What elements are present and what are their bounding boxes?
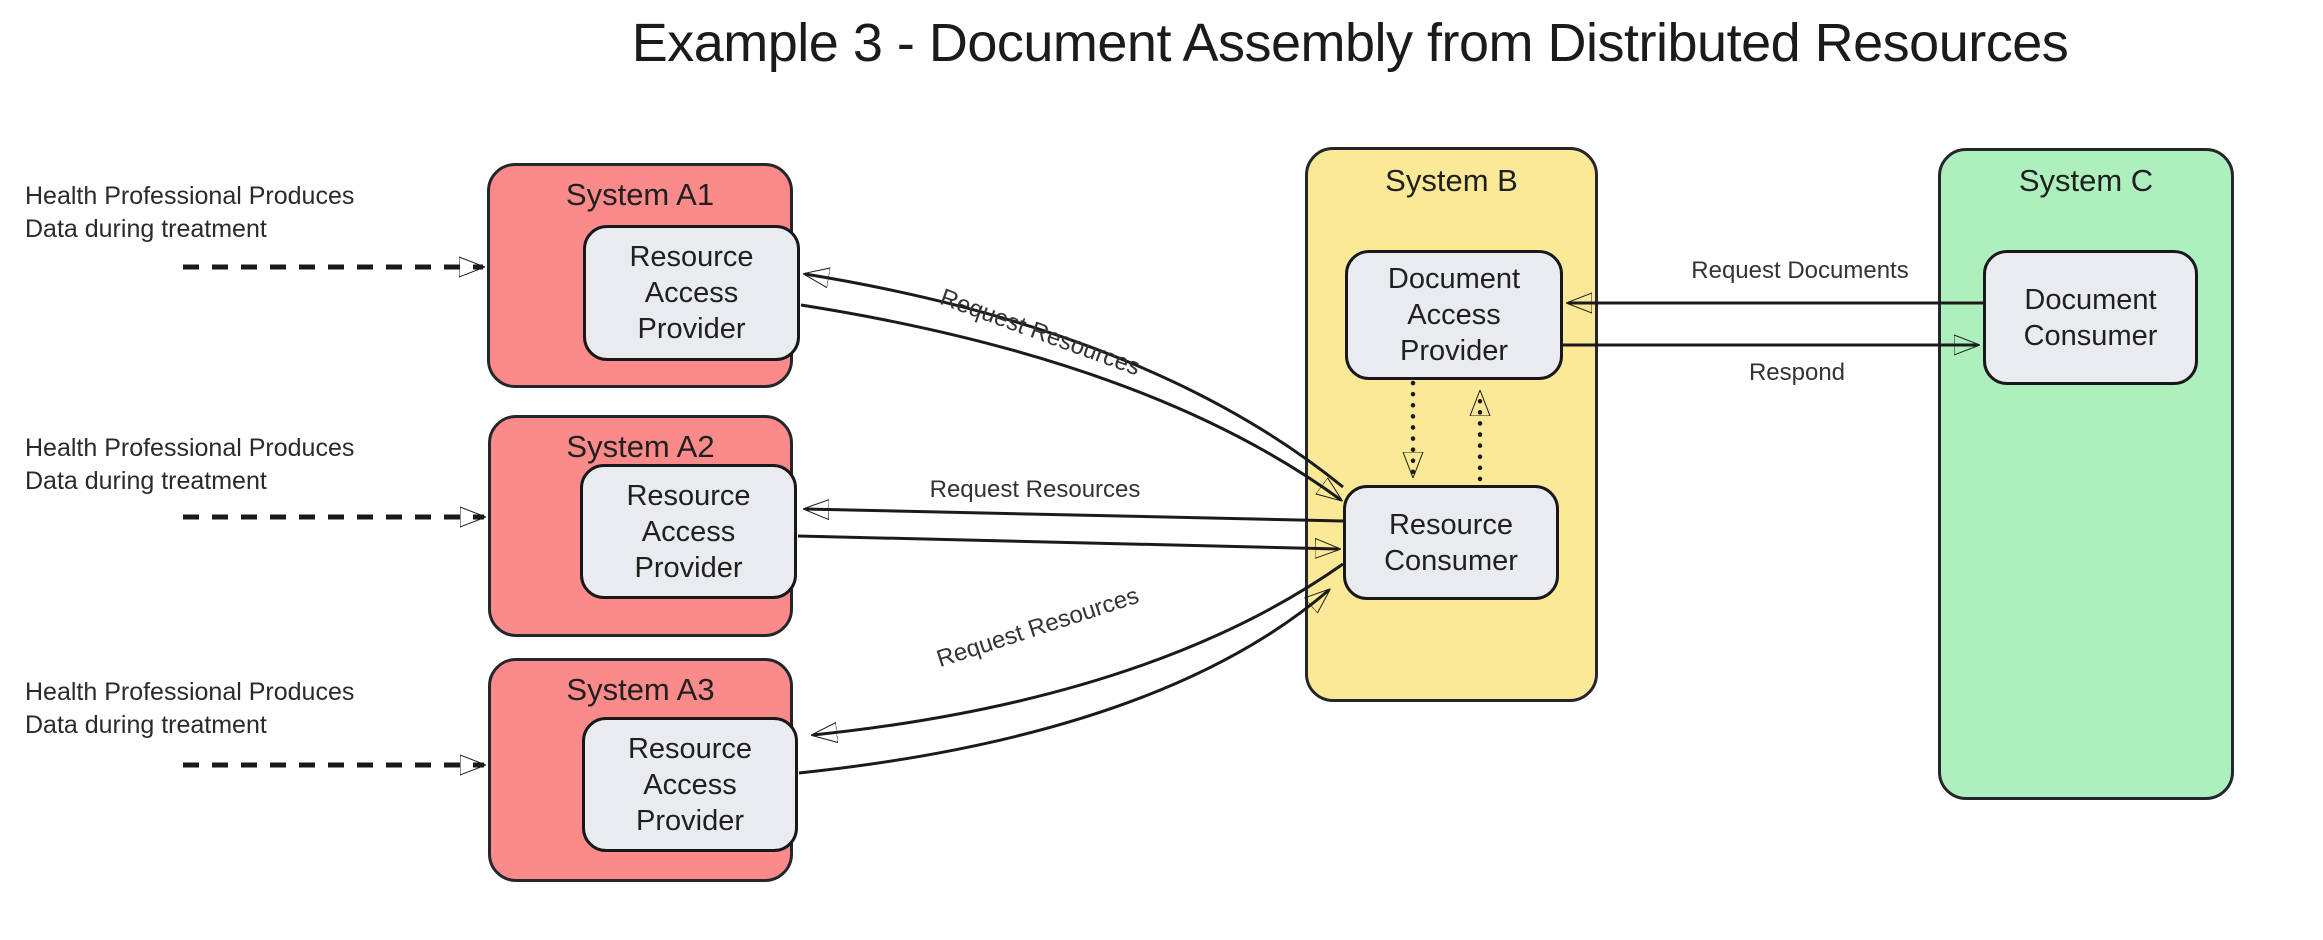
annotation-hp-a1-line1: Health Professional Produces <box>25 182 355 210</box>
system-b-label: System B <box>1385 163 1518 198</box>
system-a3-label: System A3 <box>566 672 715 707</box>
resource-access-provider-a2-label: Resource Access Provider <box>626 479 751 584</box>
system-c-label: System C <box>2018 163 2154 198</box>
annotation-hp-a3: Health Professional Produces Data during… <box>25 676 354 742</box>
diagram-title: Example 3 - Document Assembly from Distr… <box>631 13 2069 73</box>
resource-access-provider-a3: Resource Access Provider <box>582 717 798 852</box>
annotation-hp-a2-line1: Health Professional Produces <box>25 434 355 462</box>
annotation-hp-a3-line1: Health Professional Produces <box>25 678 355 706</box>
document-access-provider: Document Access Provider <box>1345 250 1563 380</box>
resource-access-provider-a1: Resource Access Provider <box>583 225 800 361</box>
annotation-hp-a1: Health Professional Produces Data during… <box>25 180 354 246</box>
resource-access-provider-a3-label: Resource Access Provider <box>627 732 753 837</box>
edge-label-request-documents: Request Documents <box>1691 257 1909 284</box>
annotation-hp-a2: Health Professional Produces Data during… <box>25 432 354 498</box>
edge-label-respond: Respond <box>1748 359 1846 386</box>
system-a2-label: System A2 <box>566 429 715 464</box>
arrow-request-resources-a1 <box>805 274 1344 489</box>
document-consumer: Document Consumer <box>1983 250 2198 385</box>
resource-consumer-label: Resource Consumer <box>1384 508 1518 577</box>
arrow-request-resources-a2 <box>805 509 1344 523</box>
resource-consumer: Resource Consumer <box>1343 485 1559 600</box>
annotation-hp-a1-line2: Data during treatment <box>25 215 267 243</box>
document-access-provider-label: Document Access Provider <box>1387 263 1521 367</box>
system-a1-label: System A1 <box>565 177 715 212</box>
arrow-response-a1 <box>800 303 1341 500</box>
resource-access-provider-a1-label: Resource Access Provider <box>629 241 754 345</box>
arrow-response-a3 <box>798 590 1329 775</box>
document-consumer-label: Document Consumer <box>2023 283 2158 352</box>
edge-label-request-resources-a2: Request Resources <box>929 476 1141 503</box>
system-b-box: System B <box>1305 147 1598 702</box>
resource-access-provider-a2: Resource Access Provider <box>580 464 797 599</box>
annotation-hp-a2-line2: Data during treatment <box>25 467 267 495</box>
arrow-request-resources-a3 <box>813 562 1344 735</box>
annotation-hp-a3-line2: Data during treatment <box>25 711 267 739</box>
arrow-response-a2 <box>797 534 1339 549</box>
